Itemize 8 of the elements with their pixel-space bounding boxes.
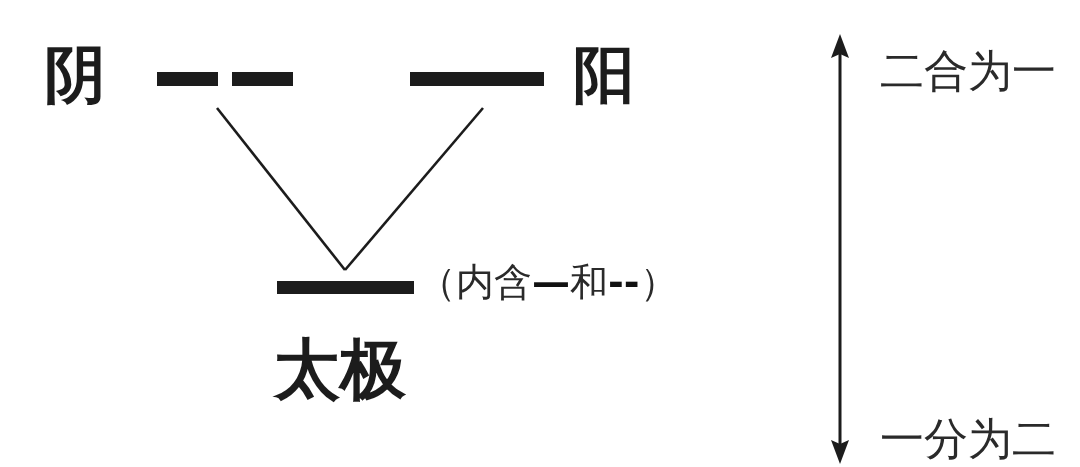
connector-line: [344, 107, 484, 271]
yang-label: 阳: [573, 42, 635, 108]
taiji-label: 太极: [274, 334, 406, 404]
process-label: 一分为二: [880, 414, 1056, 464]
note-text: （内含—和--）: [418, 259, 678, 305]
connector-line: [216, 107, 346, 271]
process-label: 二合为一: [880, 46, 1056, 96]
yin-label: 阴: [44, 42, 106, 108]
